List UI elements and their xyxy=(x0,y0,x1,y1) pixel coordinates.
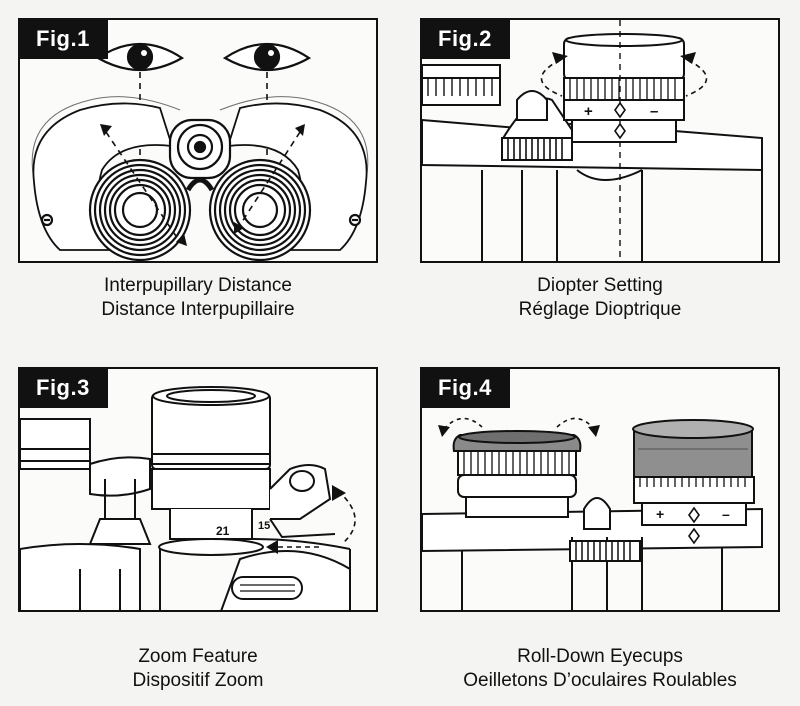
right-eyepiece xyxy=(208,158,312,261)
rolled-down-eyecup xyxy=(452,430,582,518)
caption-french: Dispositif Zoom xyxy=(132,670,264,691)
left-eyepiece xyxy=(88,158,192,261)
caption-english: Interpupillary Distance xyxy=(104,275,292,296)
caption-english: Roll-Down Eyecups xyxy=(517,646,683,667)
left-eye xyxy=(95,42,185,72)
figure-4-caption: Roll-Down Eyecups Oeilletons D’oculaires… xyxy=(420,645,780,693)
eyecups-illustration: + – xyxy=(422,417,763,610)
figure-1-tag: Fig.1 xyxy=(20,20,108,59)
figure-1-caption: Interpupillary Distance Distance Interpu… xyxy=(18,274,378,322)
zoom-mark-15: 15 xyxy=(258,520,270,532)
diopter-plus-mark: + xyxy=(584,103,593,120)
figure-3-caption: Zoom Feature Dispositif Zoom xyxy=(18,645,378,693)
figure-4-panel: Fig.4 xyxy=(420,367,780,612)
interpupillary-illustration xyxy=(31,42,369,261)
figure-2-panel: Fig.2 xyxy=(420,18,780,263)
caption-french: Distance Interpupillaire xyxy=(101,299,295,320)
diopter-minus-mark: – xyxy=(650,103,658,120)
figure-2-caption: Diopter Setting Réglage Dioptrique xyxy=(420,274,780,322)
figure-4-tag: Fig.4 xyxy=(422,369,510,408)
caption-french: Réglage Dioptrique xyxy=(518,299,682,320)
caption-french: Oeilletons D’oculaires Roulables xyxy=(463,670,737,691)
diopter-minus-mark: – xyxy=(722,506,730,522)
figure-3-tag: Fig.3 xyxy=(20,369,108,408)
zoom-illustration: 21 15 xyxy=(20,386,356,610)
right-eye xyxy=(222,42,312,72)
figure-2-tag: Fig.2 xyxy=(422,20,510,59)
figure-1-panel: Fig.1 xyxy=(18,18,378,263)
zoom-mark-21: 21 xyxy=(216,524,230,538)
diopter-illustration: + – xyxy=(422,20,763,261)
caption-english: Diopter Setting xyxy=(537,275,663,296)
figure-3-panel: Fig.3 xyxy=(18,367,378,612)
caption-english: Zoom Feature xyxy=(138,646,258,667)
extended-eyecup xyxy=(632,419,755,526)
diopter-plus-mark: + xyxy=(656,506,664,522)
